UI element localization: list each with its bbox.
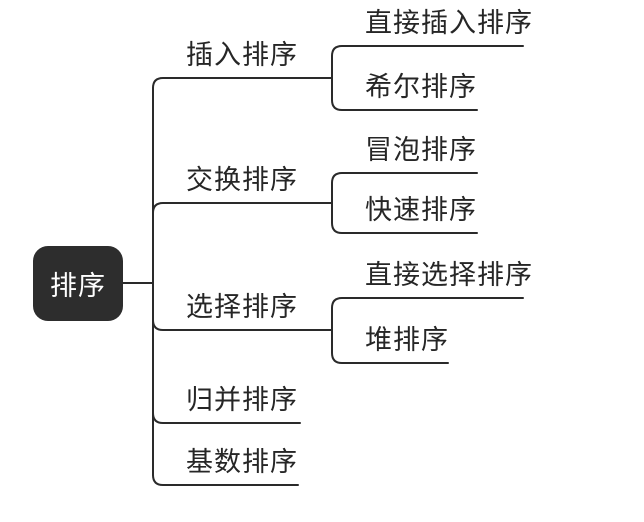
node-heap-sort: 堆排序	[365, 325, 449, 355]
branch-radix-sort: 基数排序	[186, 447, 298, 477]
node-bubble-sort: 冒泡排序	[365, 135, 477, 165]
node-quick-sort: 快速排序	[365, 195, 477, 225]
branch-radix-line	[152, 474, 299, 486]
branch-merge-sort: 归并排序	[186, 385, 298, 415]
root-node-label: 排序	[50, 271, 106, 301]
branch-selection-line	[152, 319, 333, 331]
root-node-sorting: 排序	[33, 246, 123, 321]
bracket-insertion-children	[331, 45, 524, 111]
branch-exchange-sort: 交换排序	[186, 165, 298, 195]
branch-insertion-line	[152, 77, 333, 89]
branch-insertion-sort: 插入排序	[186, 40, 298, 70]
bracket-exchange-children	[331, 172, 478, 234]
node-direct-selection-sort: 直接选择排序	[365, 260, 533, 290]
branch-exchange-line	[152, 202, 333, 214]
bracket-selection-children	[331, 297, 524, 364]
node-shell-sort: 希尔排序	[365, 72, 477, 102]
branch-merge-line	[152, 412, 301, 424]
node-direct-insertion-sort: 直接插入排序	[365, 8, 533, 38]
branch-selection-sort: 选择排序	[186, 292, 298, 322]
